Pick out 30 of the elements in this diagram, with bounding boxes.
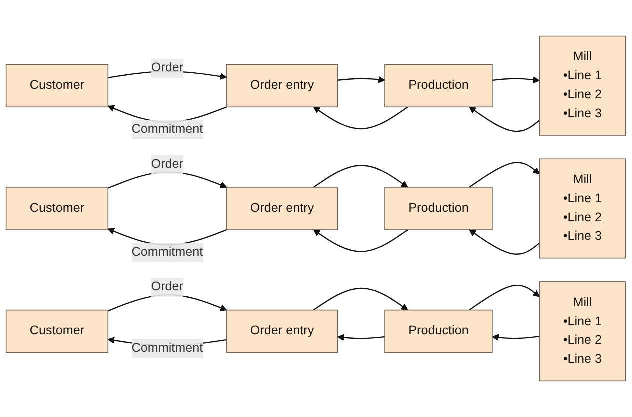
arrow [469,106,540,132]
arrow [492,334,540,341]
node-box: Production [384,64,493,108]
edge-label: Order [151,61,184,75]
edge-label: Commitment [132,342,204,355]
edge-label: Order [151,280,184,294]
arrow [313,164,408,188]
node-box: Order entry [226,310,338,353]
node-box: Customer [6,64,109,108]
node-box: Production [384,310,493,353]
edge-label: Commitment [132,122,204,136]
node-box: Customer [6,186,109,230]
node-box: Customer [6,310,109,353]
arrow [313,106,408,130]
node-box: Production [384,186,493,230]
arrow [469,284,540,311]
node-box: Mill •Line 1 •Line 2 •Line 3 [539,158,626,258]
arrow [338,76,386,83]
node-box: Order entry [226,64,338,108]
arrow [492,76,540,84]
arrow [313,288,408,311]
node-box: Order entry [226,186,338,230]
arrow [337,334,386,341]
node-box: Mill •Line 1 •Line 2 •Line 3 [539,36,626,136]
arrow [313,229,408,252]
arrow [469,162,540,188]
node-box: Mill •Line 1 •Line 2 •Line 3 [539,281,626,382]
edge-label: Order [151,157,184,171]
arrow [469,229,540,255]
edge-label: Commitment [132,245,204,259]
